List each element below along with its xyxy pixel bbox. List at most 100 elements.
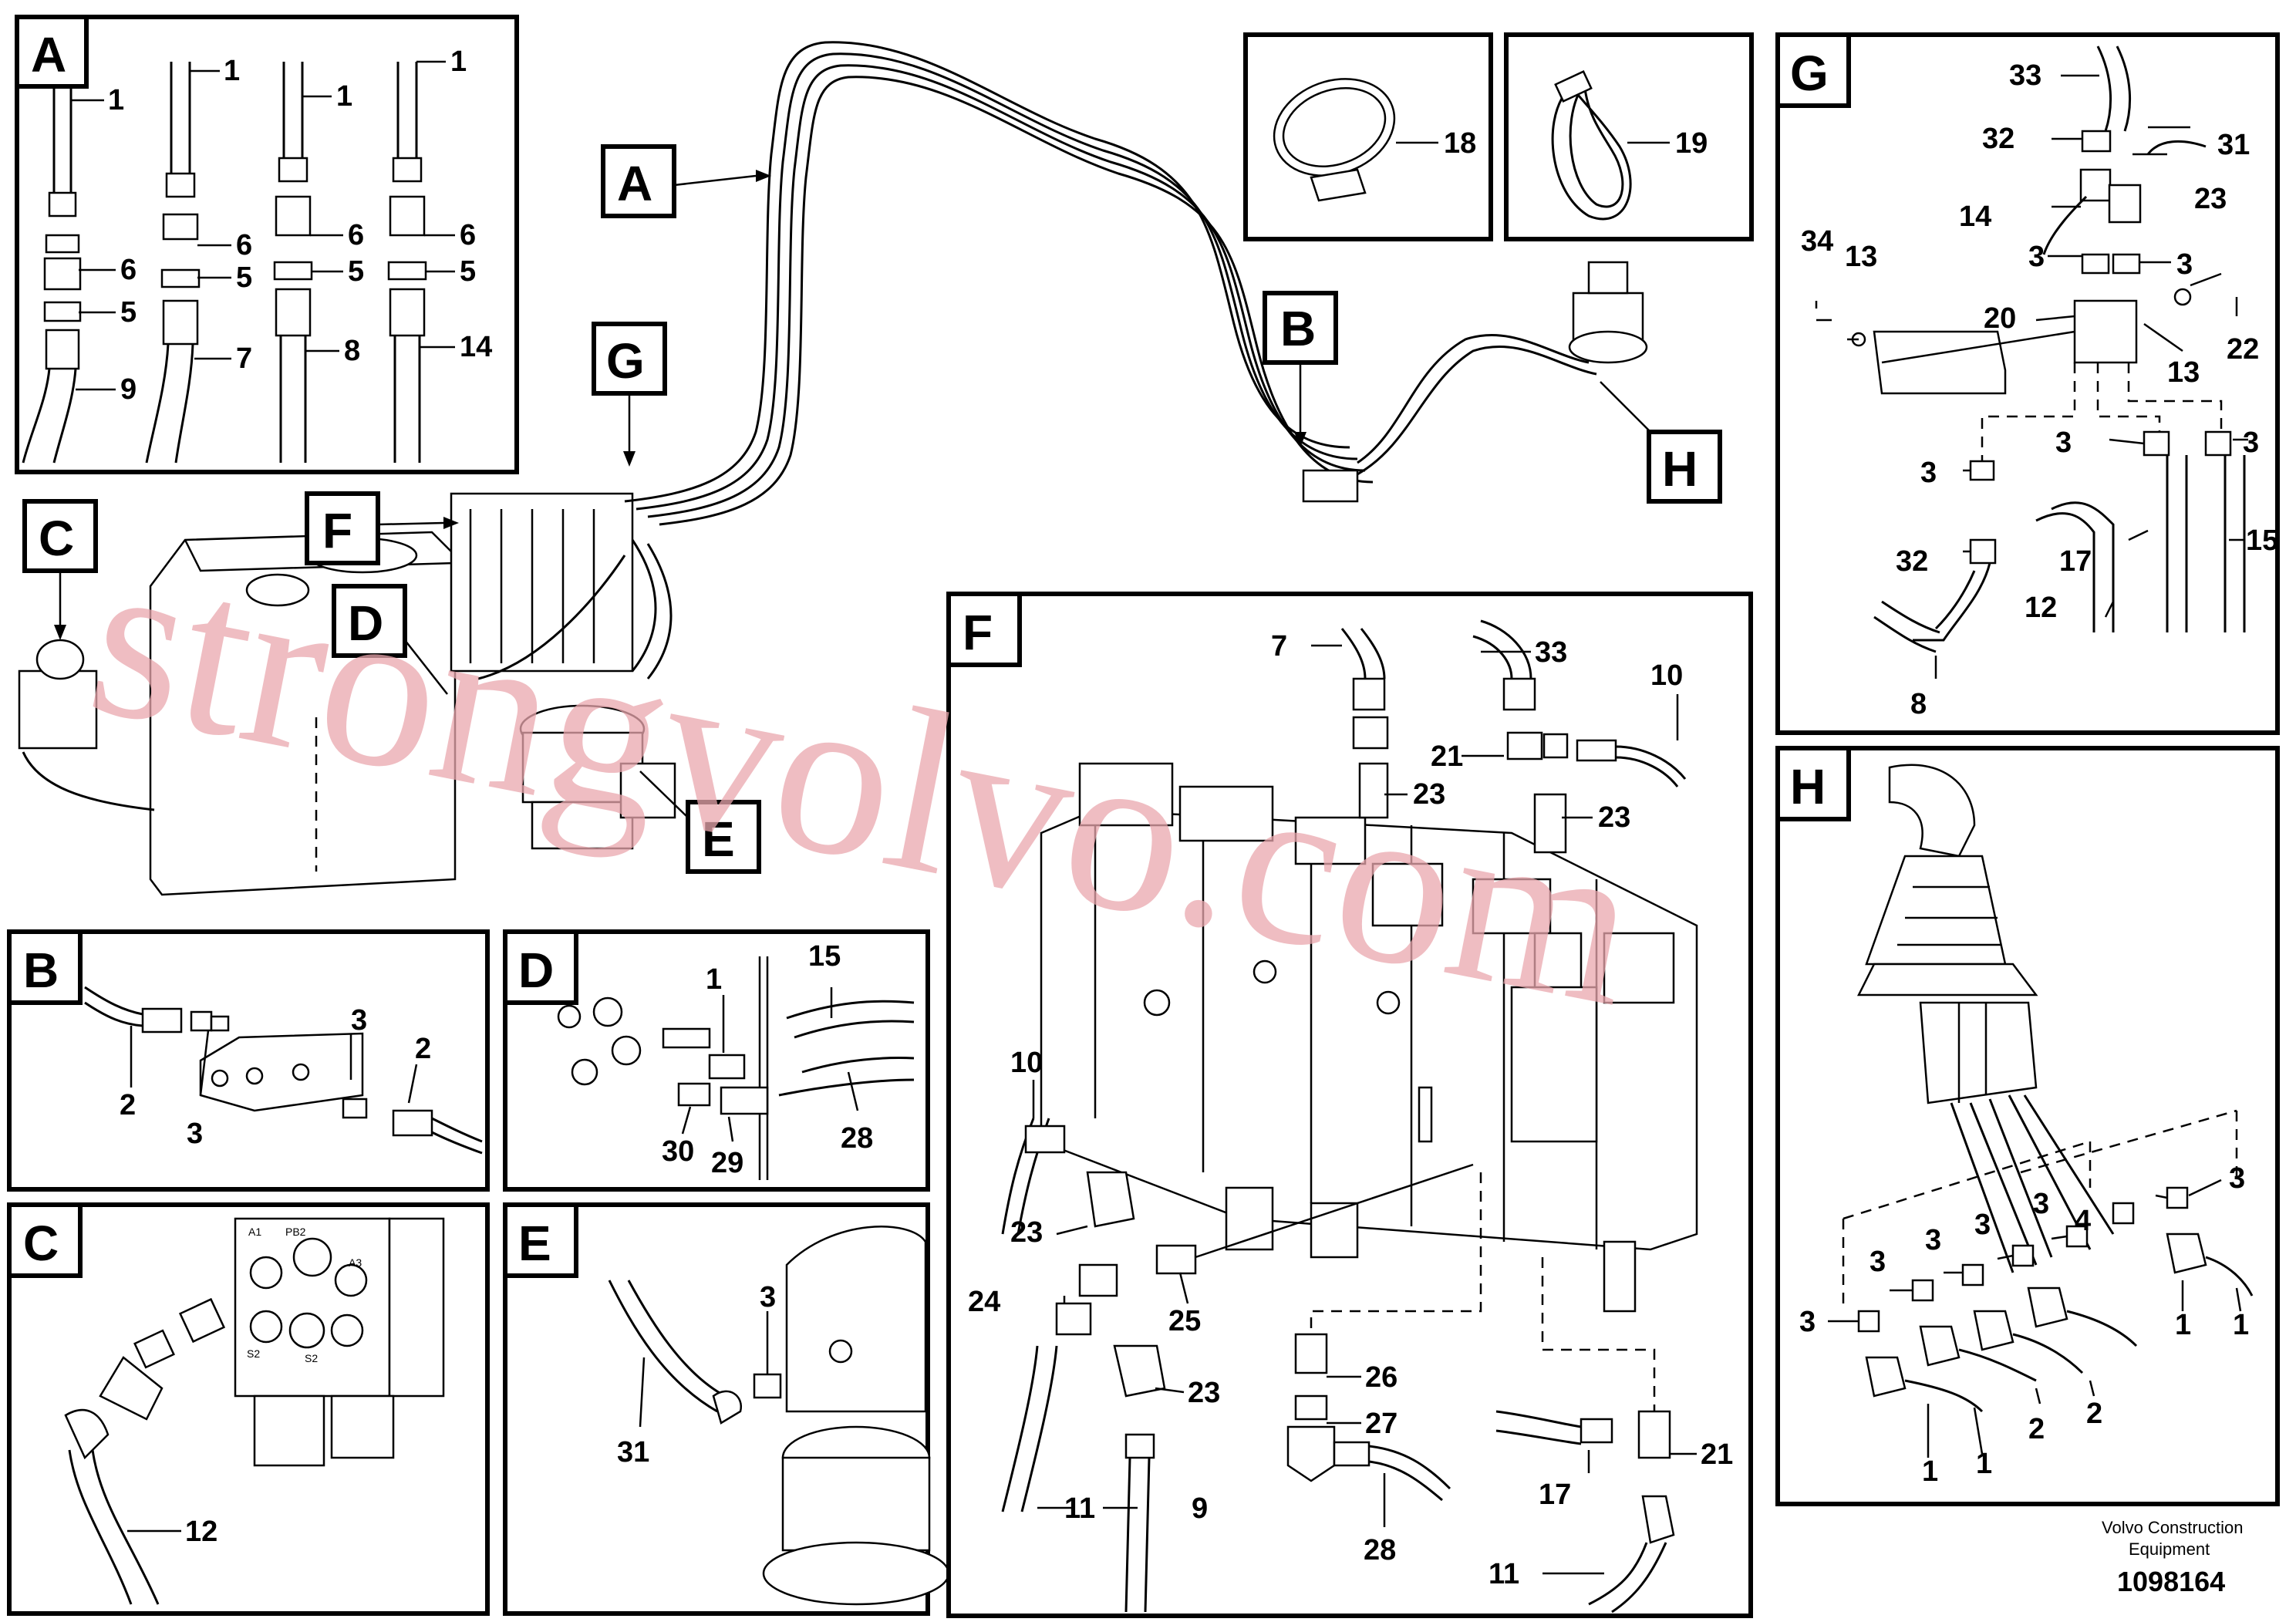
panel-h: H 3 3 3 3 3 4 3 1 1 2 2 [1775, 746, 2280, 1506]
callout-28: 28 [1364, 1534, 1396, 1566]
panel-a: A [15, 15, 519, 474]
callout-20: 20 [1984, 302, 2016, 335]
callout-13: 13 [2167, 356, 2200, 389]
svg-text:A3: A3 [349, 1256, 362, 1269]
panel-c: C A1 PB2 A3 S2 S2 12 [7, 1202, 490, 1616]
callout-1: 1 [336, 80, 352, 113]
callout-25: 25 [1168, 1305, 1201, 1337]
callout-5: 5 [460, 255, 476, 288]
tag-a-main: A [617, 156, 652, 211]
callout-23: 23 [1598, 801, 1630, 834]
tag-e: E [518, 1216, 551, 1271]
callout-1: 1 [108, 84, 124, 116]
svg-text:S2: S2 [247, 1347, 260, 1360]
callout-15: 15 [2246, 524, 2278, 557]
callout-2: 2 [120, 1089, 136, 1121]
callout-1: 1 [1922, 1455, 1938, 1488]
tag-f: F [963, 605, 993, 660]
callout-4: 4 [2075, 1205, 2091, 1237]
callout-11: 11 [1489, 1558, 1519, 1590]
callout-3: 3 [2055, 427, 2072, 459]
footer-equipment: Equipment [2129, 1539, 2210, 1559]
panel-f: F [946, 592, 1753, 1618]
callout-1: 1 [706, 963, 722, 996]
callout-32: 32 [1896, 545, 1928, 578]
callout-3: 3 [1920, 457, 1937, 489]
panel-g: G 33 32 31 23 14 3 3 [1775, 32, 2280, 735]
tag-a: A [31, 27, 66, 83]
drawing-number: 1098164 [2117, 1566, 2225, 1597]
callout-8: 8 [1910, 688, 1927, 720]
tag-c: C [23, 1216, 59, 1271]
tag-b: B [23, 943, 59, 998]
callout-23: 23 [1413, 778, 1445, 811]
callout-3: 3 [351, 1004, 367, 1037]
tag-h: H [1790, 759, 1826, 814]
tag-g-main: G [606, 333, 645, 389]
callout-3: 3 [1925, 1224, 1941, 1256]
tag-f-main: F [322, 503, 352, 558]
callout-6: 6 [120, 254, 137, 286]
callout-17: 17 [2059, 545, 2092, 578]
callout-21: 21 [1701, 1438, 1733, 1471]
footer: Volvo Construction Equipment 1098164 [2102, 1518, 2243, 1597]
callout-15: 15 [808, 940, 841, 973]
callout-18: 18 [1444, 127, 1476, 160]
callout-5: 5 [348, 255, 364, 288]
callout-10: 10 [1010, 1047, 1043, 1079]
callout-3: 3 [1870, 1246, 1886, 1278]
callout-17: 17 [1539, 1479, 1571, 1511]
callout-21: 21 [1431, 740, 1463, 773]
callout-9: 9 [1192, 1492, 1208, 1525]
callout-3: 3 [2243, 427, 2259, 459]
callout-3: 3 [187, 1118, 203, 1150]
callout-22: 22 [2227, 333, 2259, 366]
callout-12: 12 [2025, 592, 2057, 624]
panel-cable-tie: 19 [1504, 32, 1754, 241]
svg-text:PB2: PB2 [285, 1226, 306, 1238]
callout-7: 7 [236, 342, 252, 375]
callout-9: 9 [120, 373, 137, 406]
tag-d-main: D [348, 595, 383, 651]
callout-34: 34 [1801, 225, 1833, 258]
panel-b: B 2 3 3 2 [7, 929, 490, 1192]
callout-32: 32 [1982, 123, 2014, 155]
svg-text:A1: A1 [248, 1226, 261, 1238]
callout-28: 28 [841, 1122, 873, 1155]
callout-12: 12 [185, 1516, 217, 1548]
hose-column-2 [145, 62, 201, 464]
callout-1: 1 [2175, 1309, 2191, 1341]
callout-30: 30 [662, 1135, 694, 1168]
callout-3: 3 [2028, 241, 2045, 273]
footer-company: Volvo Construction [2102, 1518, 2243, 1537]
callout-29: 29 [711, 1147, 743, 1179]
callout-3: 3 [2176, 248, 2193, 281]
callout-1: 1 [224, 55, 240, 87]
callout-1: 1 [1976, 1448, 1992, 1480]
callout-1: 1 [2233, 1309, 2249, 1341]
tag-h-main: H [1662, 441, 1698, 497]
callout-14: 14 [1959, 201, 1991, 233]
callout-31: 31 [2217, 129, 2250, 161]
callout-3: 3 [2229, 1162, 2245, 1195]
panel-d: D 1 15 28 30 29 [503, 929, 930, 1192]
callout-24: 24 [968, 1286, 1000, 1318]
callout-11: 11 [1064, 1492, 1095, 1525]
callout-23: 23 [1010, 1216, 1043, 1249]
tag-c-main: C [39, 511, 74, 566]
callout-7: 7 [1271, 630, 1287, 663]
callout-33: 33 [2009, 59, 2041, 92]
callout-2: 2 [415, 1033, 431, 1065]
callout-5: 5 [120, 296, 137, 329]
callout-13: 13 [1845, 241, 1877, 273]
callout-19: 19 [1675, 127, 1708, 160]
callout-6: 6 [460, 219, 476, 251]
hose-column-1 [22, 85, 82, 464]
callout-23: 23 [1188, 1377, 1220, 1409]
callout-1: 1 [450, 46, 467, 78]
tag-g: G [1790, 46, 1829, 101]
callout-8: 8 [344, 335, 360, 367]
tag-e-main: E [702, 811, 735, 867]
svg-text:S2: S2 [305, 1352, 318, 1364]
